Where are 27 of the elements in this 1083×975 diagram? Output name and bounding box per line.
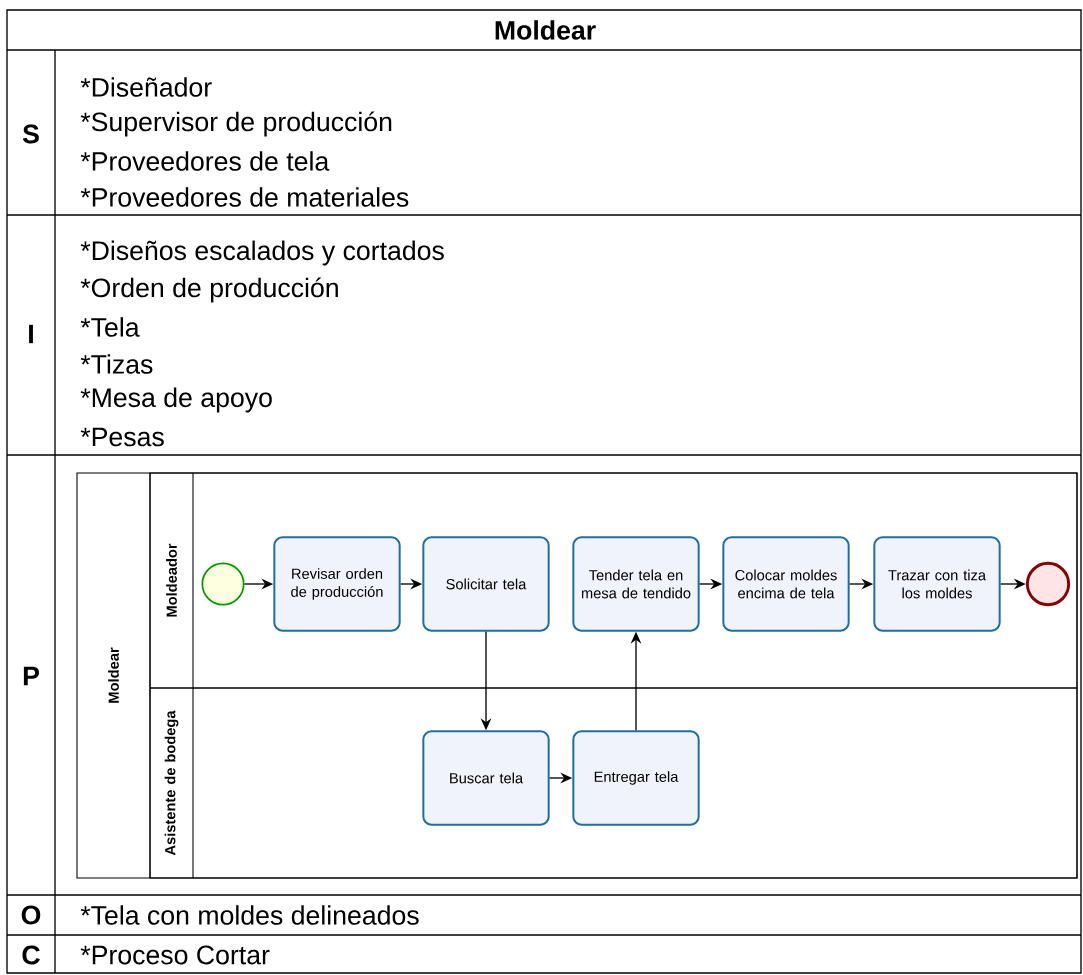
row-letter: S [22, 124, 39, 144]
list-item: *Pesas [80, 427, 164, 447]
end-event [1025, 561, 1071, 607]
row-letter: O [21, 905, 41, 925]
list-item: *Tela con moldes delineados [80, 905, 419, 925]
list-item: *Supervisor de producción [80, 111, 392, 137]
start-event [201, 562, 245, 606]
task-box: Buscar tela [422, 730, 550, 826]
task-box: Entregar tela [572, 730, 700, 826]
list-item: *Diseños escalados y cortados [80, 240, 444, 266]
list-item: *Orden de producción [80, 277, 338, 303]
task-box: Revisar orden de producción [273, 536, 401, 632]
list-item: *Proveedores de materiales [80, 187, 409, 207]
task-box: Tender tela en mesa de tendido [572, 536, 700, 632]
task-box: Solicitar tela [422, 536, 550, 632]
list-item: *Tela [80, 317, 140, 337]
row-letter: P [23, 666, 39, 686]
list-item: *Proveedores de tela [80, 151, 330, 171]
list-item: *Tizas [80, 354, 153, 374]
list-item: *Mesa de apoyo [80, 387, 272, 413]
list-item: *Diseñador [80, 77, 212, 97]
list-item: *Proceso Cortar [80, 945, 270, 965]
task-box: Trazar con tiza los moldes [873, 536, 1001, 632]
table-title: Moldear [495, 20, 596, 40]
row-letter: I [29, 324, 33, 344]
task-box: Colocar moldes encima de tela [722, 536, 850, 632]
row-letter: C [22, 945, 40, 965]
